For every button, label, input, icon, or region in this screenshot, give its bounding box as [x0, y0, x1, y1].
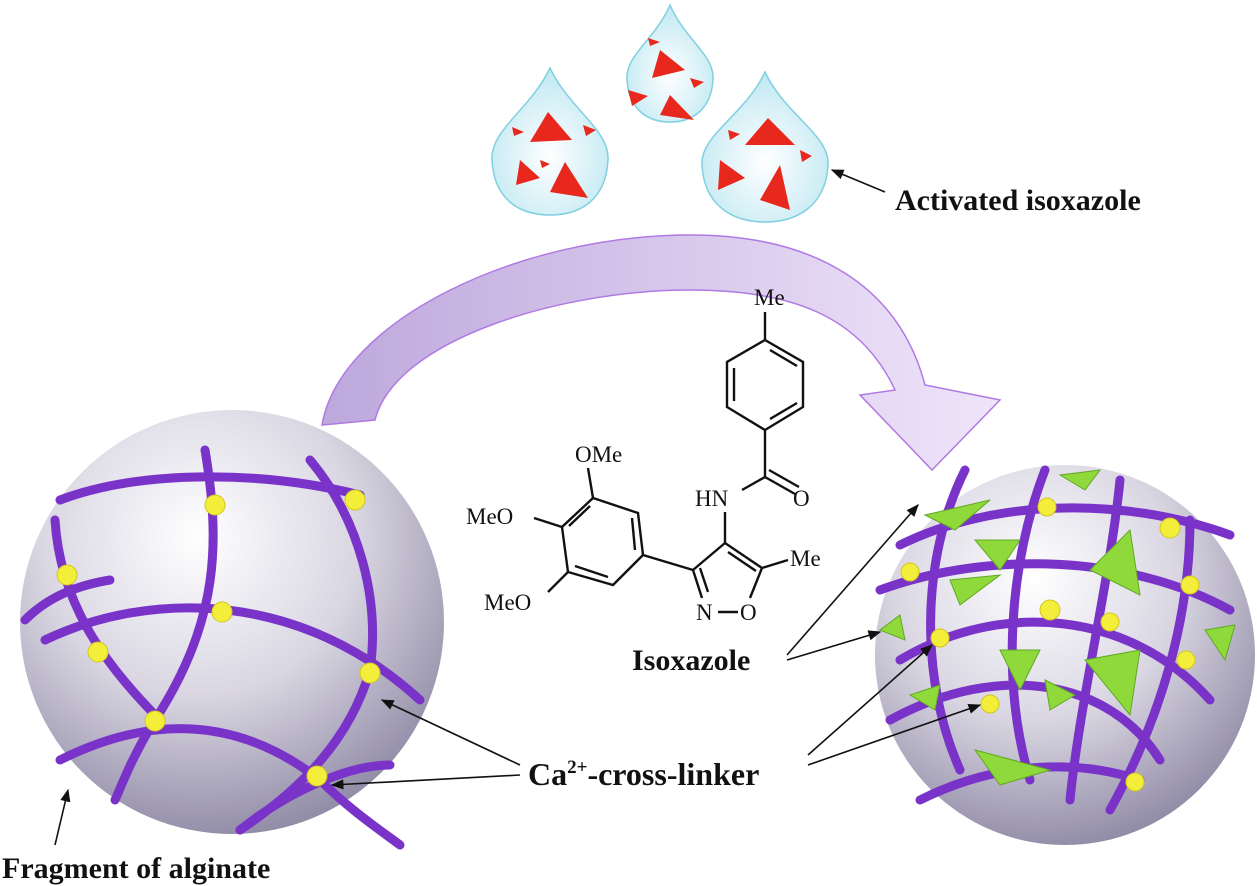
isoxazole-pointer [786, 504, 919, 656]
isoxazole-pointer [786, 630, 882, 661]
isoxazole-structure: Me O HN N O Me OMe MeO MeO [466, 285, 821, 625]
crosslink-nodes [56, 489, 381, 787]
atom-me-top: Me [754, 285, 785, 310]
droplet [491, 66, 609, 216]
droplet [626, 3, 714, 123]
atom-meo-left: MeO [466, 504, 513, 529]
atom-me-right: Me [790, 546, 821, 571]
atom-o-ring: O [740, 600, 757, 625]
atom-n-ring: N [696, 600, 713, 625]
crosslinker-pointer [380, 699, 521, 766]
crosslink-nodes [900, 497, 1200, 792]
alginate-bead-loaded [875, 465, 1255, 845]
atom-meo-bottom: MeO [484, 590, 531, 615]
activated-pointer-arrow [830, 169, 886, 193]
isoxazole-particles [878, 469, 1236, 786]
alginate-bead-empty [20, 410, 444, 850]
crosslinker-pointer [807, 644, 933, 756]
activated-isoxazole-droplets [491, 3, 829, 223]
label-isoxazole: Isoxazole [632, 644, 750, 677]
droplet [701, 70, 829, 223]
atom-ome-top: OMe [575, 442, 622, 467]
crosslinker-pointer [807, 703, 982, 766]
transfer-arrow [321, 234, 1002, 472]
alginate-pointer [54, 788, 71, 846]
label-ca-cross-linker: Ca2+-cross-linker [528, 756, 759, 792]
atom-o-carbonyl: O [793, 486, 810, 511]
label-activated-isoxazole: Activated isoxazole [895, 184, 1141, 217]
atom-hn: HN [695, 486, 729, 511]
label-fragment-of-alginate: Fragment of alginate [2, 852, 270, 885]
crosslinker-pointer [330, 774, 521, 790]
